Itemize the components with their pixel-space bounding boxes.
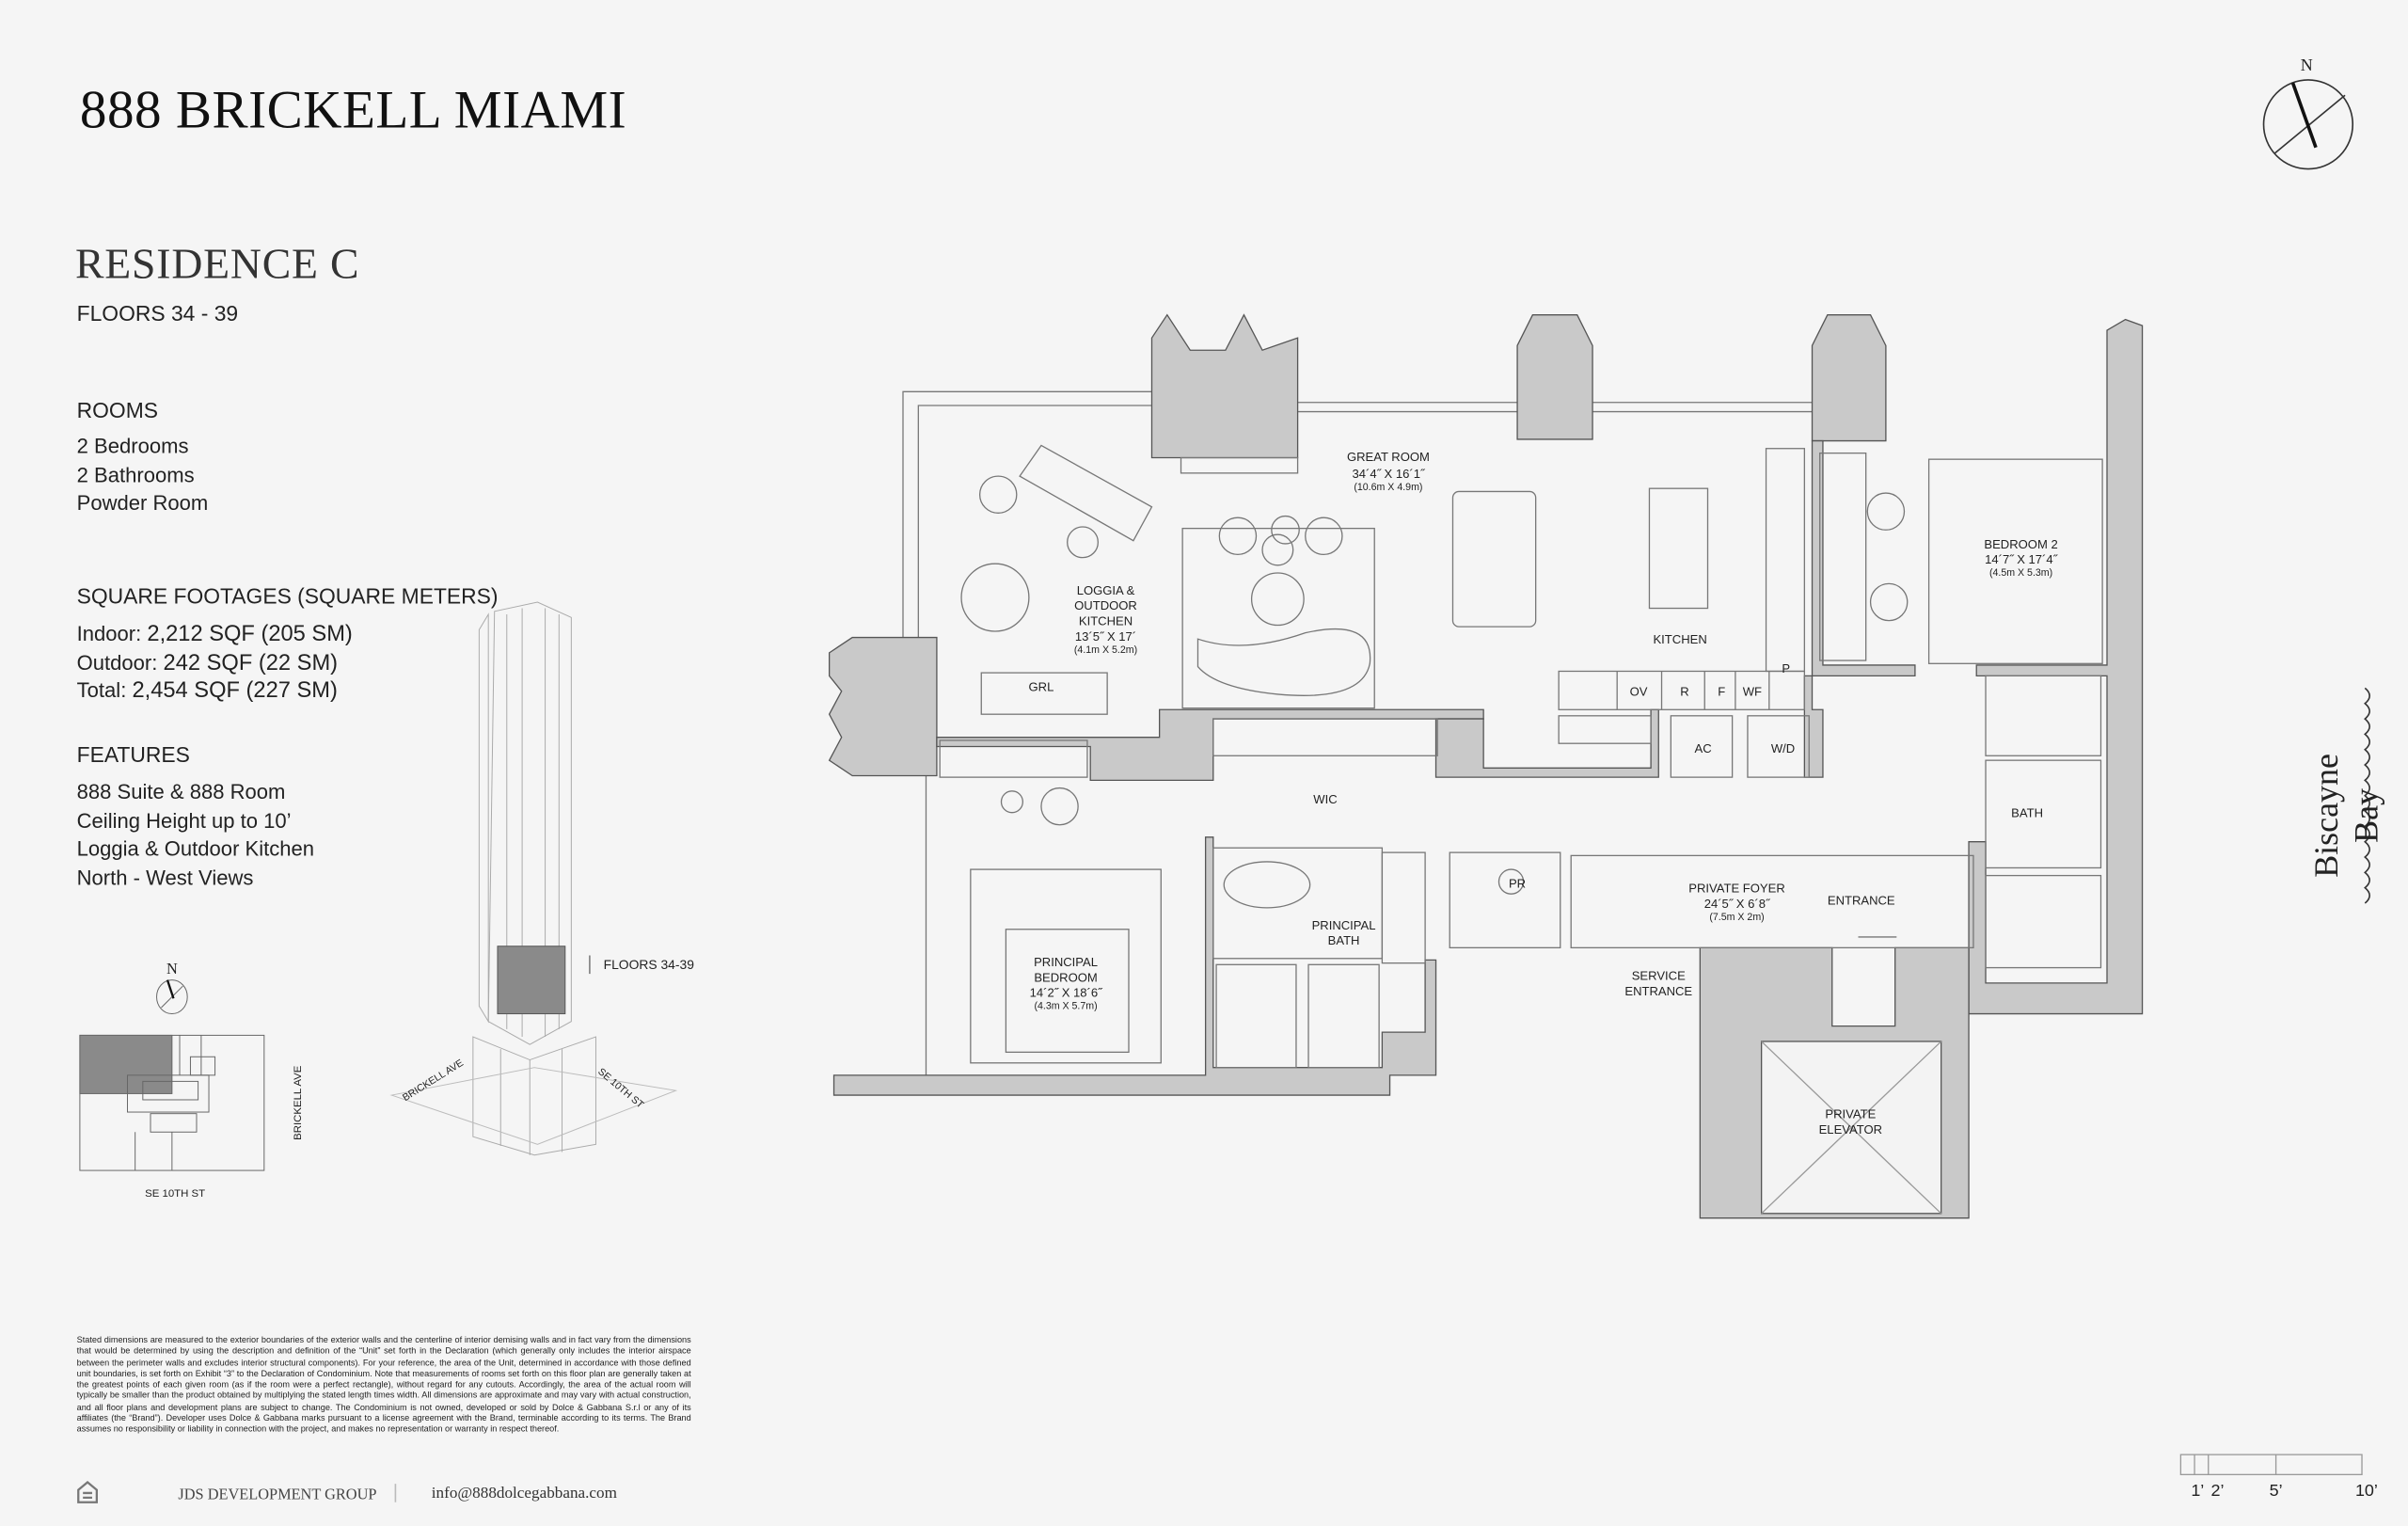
tower-floors-label: FLOORS 34-39 xyxy=(604,957,695,972)
freezer-label: F xyxy=(1718,685,1725,699)
elevator-label: ELEVATOR xyxy=(1819,1122,1882,1137)
bedroom2-metric: (4.5m X 5.3m) xyxy=(1989,567,2052,579)
features-list: 888 Suite & 888 Room Ceiling Height up t… xyxy=(77,779,314,893)
bath-label: BATH xyxy=(2011,806,2043,820)
footer-divider xyxy=(394,1484,397,1502)
wine-fridge-label: WF xyxy=(1743,685,1762,699)
interior-wall xyxy=(1803,439,1916,778)
site-compass-icon xyxy=(156,979,188,1015)
powder-room-label: PR xyxy=(1509,877,1526,891)
foyer-dim: 24´5˝ X 6´8˝ xyxy=(1704,897,1771,911)
exterior-wall xyxy=(1968,318,2144,1015)
unit-highlight xyxy=(79,1034,173,1094)
water-waves-icon xyxy=(2364,687,2370,904)
site-north-label: N xyxy=(166,960,178,978)
north-compass-icon: N xyxy=(2262,56,2354,170)
bedroom2-dim: 14´7˝ X 17´4˝ xyxy=(1985,552,2059,566)
exterior-wall xyxy=(828,636,938,777)
loggia-dim: 13´5˝ X 17´ xyxy=(1075,629,1136,644)
grill-label: GRL xyxy=(1029,680,1054,694)
list-item: Total: 2,454 SQF (227 SM) xyxy=(76,678,338,704)
principal-bedroom-label: PRINCIPAL xyxy=(1034,955,1098,969)
principal-bedroom-metric: (4.3m X 5.7m) xyxy=(1034,1001,1097,1012)
compass-north-label: N xyxy=(2301,56,2313,74)
column-wall xyxy=(1811,314,1887,442)
scale-label: 10’ xyxy=(2355,1481,2378,1500)
principal-bath-label: PRINCIPAL xyxy=(1312,918,1376,932)
site-map: N BRICKELL AVE SE 10TH ST xyxy=(79,960,304,1200)
loggia-label: OUTDOOR xyxy=(1074,598,1137,612)
tower-street-brickell: BRICKELL AVE xyxy=(401,1057,466,1104)
tower-street-10th: SE 10TH ST xyxy=(595,1066,646,1111)
list-item: Powder Room xyxy=(76,491,209,515)
washer-dryer-label: W/D xyxy=(1771,741,1795,755)
fridge-label: R xyxy=(1680,685,1688,699)
disclaimer: Stated dimensions are measured to the ex… xyxy=(76,1336,691,1436)
interior-wall xyxy=(936,708,1484,782)
tower-illustration: BRICKELL AVE SE 10TH ST FLOORS 34-39 xyxy=(389,601,695,1156)
great-room-dim: 34´4˝ X 16´1˝ xyxy=(1352,467,1426,481)
scale-label: 5’ xyxy=(2270,1481,2283,1500)
project-title: 888 BRICKELL MIAMI xyxy=(79,79,627,140)
list-item: Outdoor: 242 SQF (22 SM) xyxy=(76,650,339,676)
principal-bath-label: BATH xyxy=(1328,933,1360,947)
column-wall xyxy=(1150,313,1299,459)
principal-bedroom-dim: 14´2˝ X 18´6˝ xyxy=(1030,986,1104,1000)
list-item: Indoor: 2,212 SQF (205 SM) xyxy=(76,622,353,647)
column-wall xyxy=(1516,314,1593,440)
great-room-label: GREAT ROOM xyxy=(1347,450,1430,464)
rooms-heading: ROOMS xyxy=(76,397,158,422)
developer-name: JDS DEVELOPMENT GROUP xyxy=(178,1486,377,1504)
scale-label: 2’ xyxy=(2211,1481,2225,1500)
service-entrance-label: SERVICE xyxy=(1632,969,1686,983)
pantry-label: P xyxy=(1782,661,1790,676)
loggia-label: KITCHEN xyxy=(1079,613,1133,628)
list-item: 888 Suite & 888 Room xyxy=(76,780,286,803)
biscayne-bay-label: Biscayne Bay xyxy=(2306,754,2385,878)
elevator-label: PRIVATE xyxy=(1825,1107,1876,1121)
rooms-list: 2 Bedrooms 2 Bathrooms Powder Room xyxy=(77,433,209,518)
scale-label: 1’ xyxy=(2191,1481,2204,1500)
site-street-brickell: BRICKELL AVE xyxy=(293,1065,304,1140)
floor-plan: GREAT ROOM 34´4˝ X 16´1˝ (10.6m X 4.9m) … xyxy=(828,313,2144,1219)
interior-wall xyxy=(832,836,1437,1096)
bedroom2-label: BEDROOM 2 xyxy=(1984,537,2057,551)
foyer-metric: (7.5m X 2m) xyxy=(1709,912,1764,923)
residence-title: RESIDENCE C xyxy=(74,241,360,289)
floors-label: FLOORS 34 - 39 xyxy=(76,300,239,326)
site-street-10th: SE 10TH ST xyxy=(145,1188,205,1200)
contact-email[interactable]: info@888dolcegabbana.com xyxy=(431,1485,617,1502)
list-item: Loggia & Outdoor Kitchen xyxy=(76,836,315,861)
list-item: 2 Bathrooms xyxy=(76,463,195,486)
principal-bedroom-label: BEDROOM xyxy=(1034,970,1097,984)
list-item: Ceiling Height up to 10’ xyxy=(76,808,292,833)
features-heading: FEATURES xyxy=(76,741,190,767)
equal-housing-icon xyxy=(77,1481,98,1503)
square-footage-heading: SQUARE FOOTAGES (SQUARE METERS) xyxy=(76,583,499,609)
furniture xyxy=(960,475,1909,909)
oven-label: OV xyxy=(1630,685,1648,699)
list-item: North - West Views xyxy=(76,865,254,889)
loggia-metric: (4.1m X 5.2m) xyxy=(1074,644,1137,656)
list-item: 2 Bedrooms xyxy=(76,435,189,458)
wic-label: WIC xyxy=(1313,792,1337,806)
kitchen-label: KITCHEN xyxy=(1653,632,1706,646)
scale-bar: 1’ 2’ 5’ 10’ xyxy=(2179,1454,2378,1500)
square-footage-list: Indoor: 2,212 SQF (205 SM) Outdoor: 242 … xyxy=(77,621,353,707)
foyer-label: PRIVATE FOYER xyxy=(1688,882,1784,896)
great-room-metric: (10.6m X 4.9m) xyxy=(1354,482,1422,493)
service-entrance-label: ENTRANCE xyxy=(1624,984,1692,998)
ac-label: AC xyxy=(1695,741,1712,755)
loggia-label: LOGGIA & xyxy=(1077,583,1135,597)
entrance-label: ENTRANCE xyxy=(1828,894,1895,908)
